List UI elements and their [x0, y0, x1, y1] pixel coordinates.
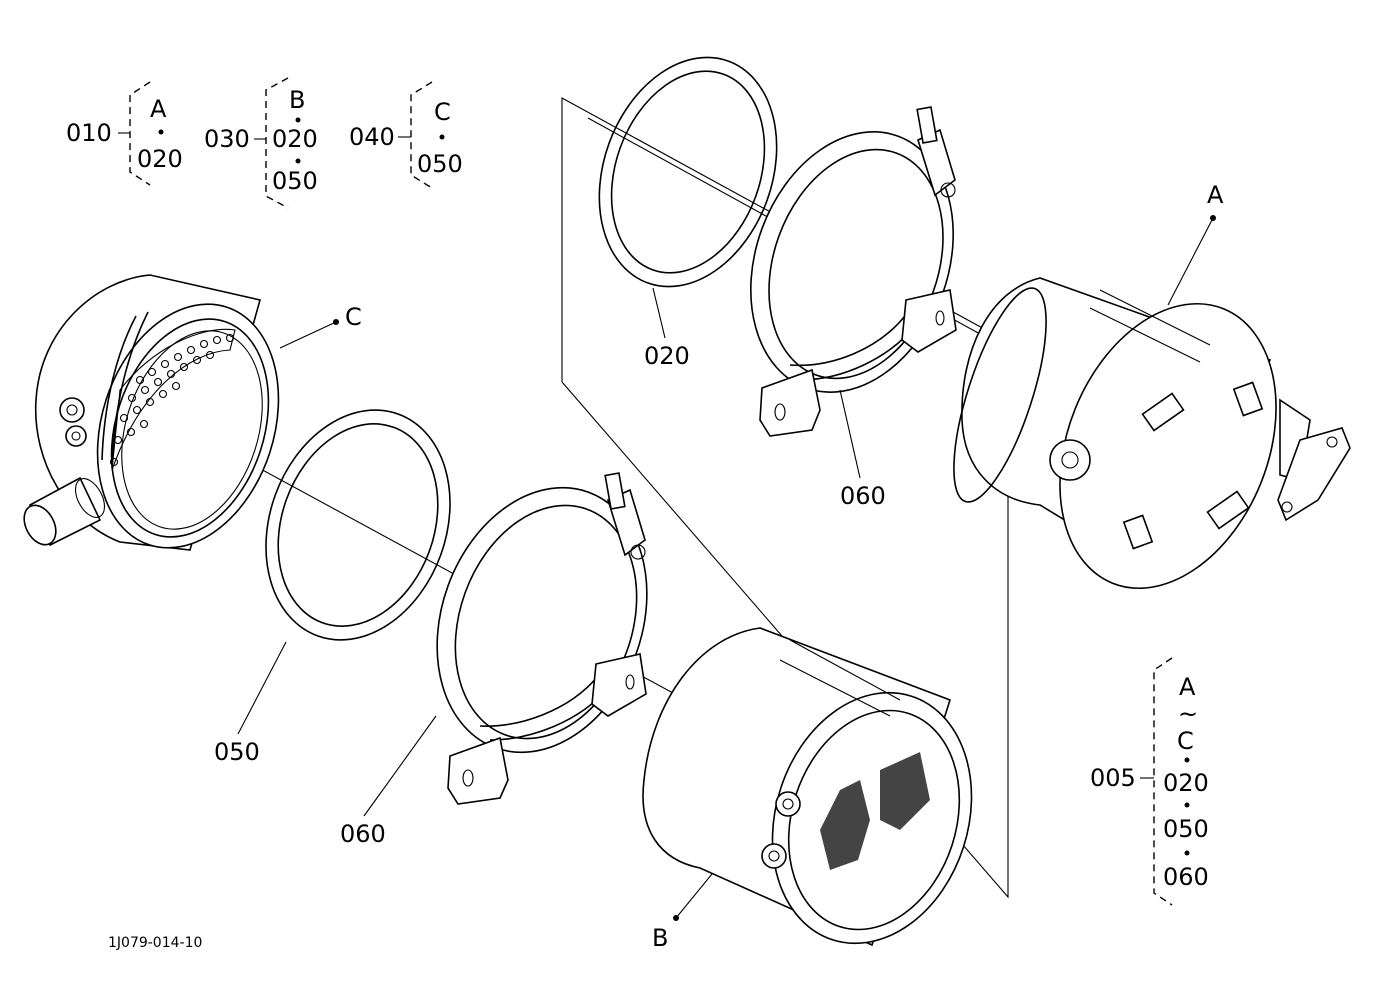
gasket-050	[265, 409, 451, 641]
callout-clamp-top-label: 060	[840, 482, 886, 510]
part-a-outlet-body	[953, 277, 1351, 590]
callout-c: C	[279, 303, 362, 349]
legend-group-040: 040 C 050	[349, 81, 463, 189]
legend-040-item-1: C	[434, 98, 451, 126]
legend-group-005: 005 A ~ C 020 050 060	[1090, 657, 1209, 906]
drawing-id: 1J079-014-10	[108, 935, 202, 951]
callout-clamp-top: 060	[839, 389, 886, 510]
legend-005-item-6: 060	[1163, 863, 1209, 891]
callout-gasket-top-label: 020	[644, 342, 690, 370]
legend-010-item-1: A	[150, 95, 167, 123]
legend-030-item-1: B	[289, 86, 305, 114]
legend-005-part: 005	[1090, 764, 1136, 792]
part-c-inlet-housing	[23, 274, 280, 551]
legend-005-dot-3	[1184, 850, 1190, 856]
part-b-filter-body	[642, 627, 973, 947]
clamp-060-bottom	[436, 472, 648, 805]
filter-element-hatch-2	[880, 752, 930, 830]
legend-005-item-3: C	[1177, 727, 1194, 755]
legend-005-item-2: ~	[1178, 700, 1198, 728]
legend-030-bracket	[265, 77, 289, 209]
legend-group-010: 010 A 020	[66, 81, 183, 186]
legend-005-dot-2	[1184, 802, 1190, 808]
legend-040-bracket	[410, 81, 433, 189]
legend-030-item-3: 050	[272, 167, 318, 195]
legend-030-part: 030	[204, 125, 250, 153]
callout-gasket-left-label: 050	[214, 738, 260, 766]
callout-b-label: B	[652, 924, 668, 952]
callout-a-label: A	[1207, 181, 1224, 209]
callout-c-label: C	[345, 303, 362, 331]
legend-010-bracket	[129, 81, 151, 186]
legend-040-dot	[439, 134, 445, 140]
legend-040-part: 040	[349, 123, 395, 151]
legend-030-dot-1	[295, 117, 301, 123]
gasket-020	[598, 56, 778, 288]
callout-gasket-left: 050	[214, 641, 287, 766]
legend-010-item-2: 020	[137, 145, 183, 173]
callout-clamp-bottom-label: 060	[340, 820, 386, 848]
legend-030-dot-2	[295, 158, 301, 164]
legend-005-item-1: A	[1179, 673, 1196, 701]
perforated-screen	[109, 328, 236, 471]
legend-005-dot-1	[1184, 757, 1190, 763]
legend-010-part: 010	[66, 119, 112, 147]
legend-005-bracket	[1153, 657, 1173, 906]
callout-b: B	[652, 873, 713, 952]
legend-005-item-4: 020	[1163, 769, 1209, 797]
legend-005-item-5: 050	[1163, 815, 1209, 843]
legend-group-030: 030 B 020 050	[204, 77, 318, 209]
callout-a: A	[1167, 181, 1224, 306]
callout-clamp-bottom: 060	[340, 715, 437, 848]
clamp-060-top	[750, 106, 957, 437]
legend-030-item-2: 020	[272, 125, 318, 153]
callout-gasket-top: 020	[644, 287, 690, 370]
legend-040-item-2: 050	[417, 150, 463, 178]
filter-element-hatch-1	[820, 780, 870, 870]
legend-010-dot	[158, 129, 164, 135]
